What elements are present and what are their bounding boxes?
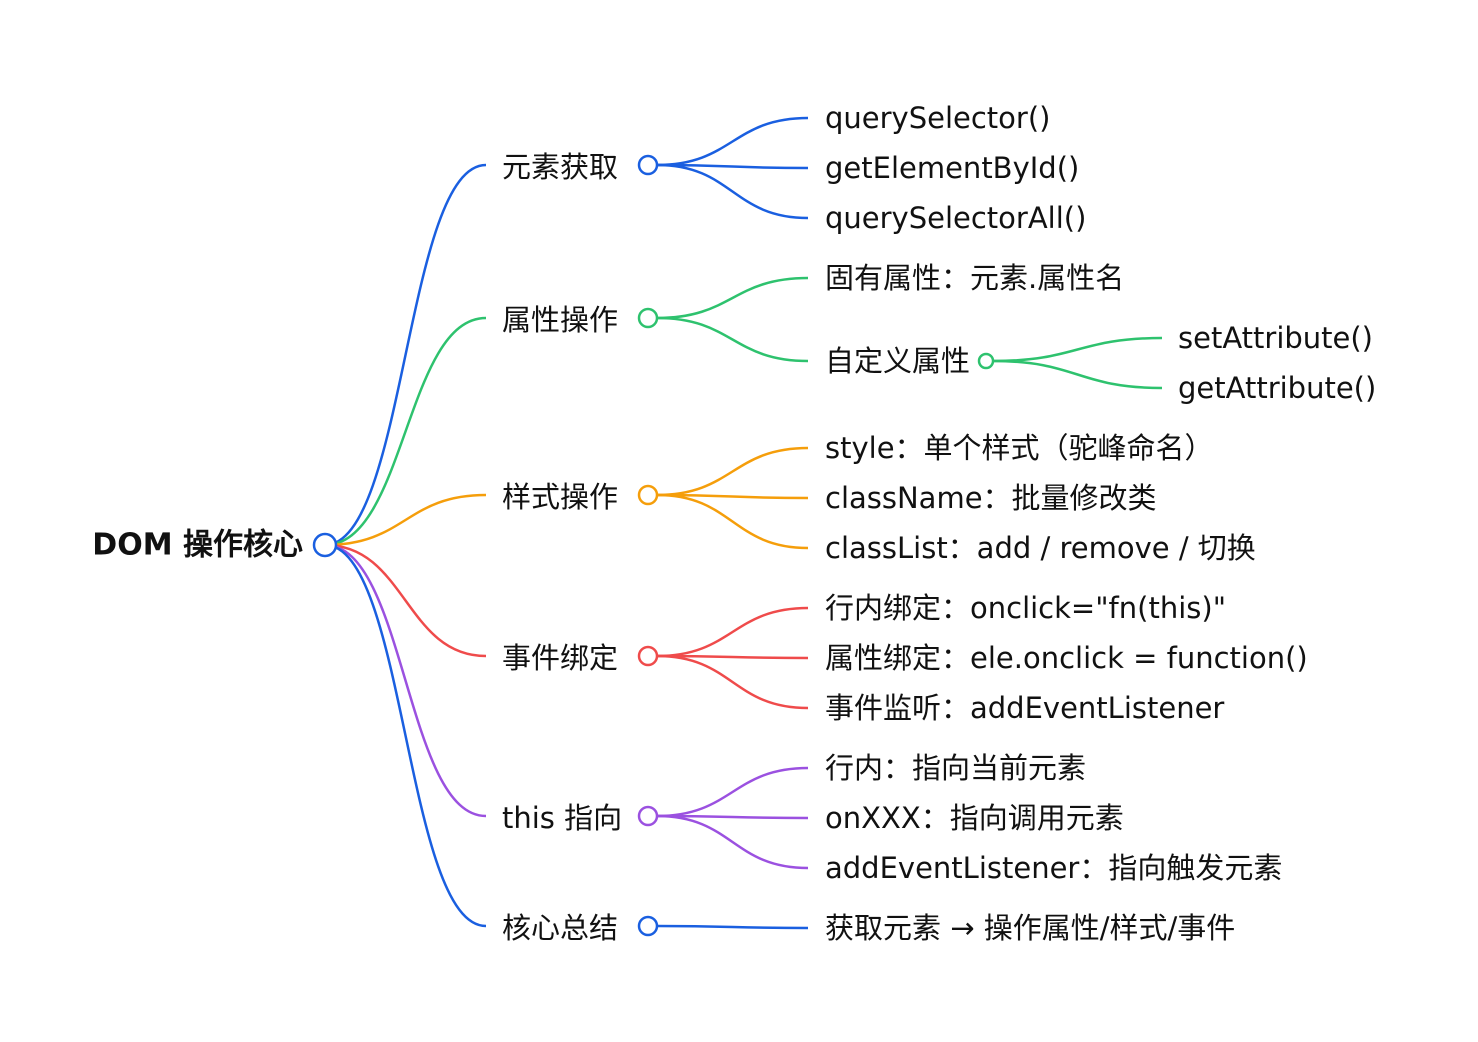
mindmap-edges <box>324 116 1163 930</box>
branch-to-leaf-connector <box>656 654 809 660</box>
collapse-toggle[interactable] <box>637 645 659 667</box>
leaf-node-label: 固有属性：元素.属性名 <box>825 261 1124 295</box>
leaf-node-label: 获取元素 → 操作属性/样式/事件 <box>825 911 1235 945</box>
leaf-node-label: classList：add / remove / 切换 <box>825 531 1256 565</box>
branch-to-leaf-connector <box>656 814 809 870</box>
collapse-toggle[interactable] <box>312 532 338 558</box>
subleaf-connector <box>993 359 1163 390</box>
branch-node-label: 事件绑定 <box>502 641 618 675</box>
subleaf-connector <box>993 336 1163 363</box>
branch-to-leaf-connector <box>656 766 809 818</box>
branch-to-leaf-connector <box>656 163 809 220</box>
leaf-node-label: 事件监听：addEventListener <box>825 691 1224 725</box>
branch-to-leaf-connector <box>656 606 809 658</box>
leaf-node-label: 行内：指向当前元素 <box>825 751 1086 785</box>
mindmap-nodes: DOM 操作核心 元素获取 querySelector() getElementByI… <box>92 101 1376 945</box>
leaf-node-label: getElementById() <box>825 151 1079 185</box>
leaf-node-label: className：批量修改类 <box>825 481 1157 515</box>
branch-to-leaf-connector <box>656 446 809 497</box>
branch-to-leaf-connector <box>656 116 809 167</box>
collapse-toggle[interactable] <box>637 915 659 937</box>
branch-to-leaf-connector <box>656 924 809 930</box>
leaf-node-label: 属性绑定：ele.onclick = function() <box>825 641 1308 675</box>
leaf-node-label: querySelector() <box>825 101 1050 135</box>
branch-node-label: 样式操作 <box>502 480 618 514</box>
branch-to-leaf-connector <box>656 654 809 710</box>
collapse-toggle[interactable] <box>637 154 659 176</box>
root-node-label: DOM 操作核心 <box>92 528 303 563</box>
branch-node-label: this 指向 <box>502 801 622 835</box>
root-to-branch-connector <box>324 543 487 658</box>
subleaf-node-label: getAttribute() <box>1178 371 1376 405</box>
leaf-node-label: 行内绑定：onclick="fn(this)" <box>825 591 1226 625</box>
root-to-branch-connector <box>324 316 487 547</box>
branch-to-leaf-connector <box>656 276 809 320</box>
branch-node-label: 核心总结 <box>502 911 618 945</box>
root-to-branch-connector <box>324 493 487 547</box>
branch-to-leaf-connector <box>656 814 809 820</box>
leaf-node-label: addEventListener：指向触发元素 <box>825 851 1282 885</box>
branch-to-leaf-connector <box>656 163 809 170</box>
collapse-toggle[interactable] <box>637 307 659 329</box>
branch-to-leaf-connector <box>656 493 809 550</box>
leaf-node-label: querySelectorAll() <box>825 201 1086 235</box>
subleaf-node-label: setAttribute() <box>1178 321 1373 355</box>
root-to-branch-connector <box>324 543 487 928</box>
branch-to-leaf-connector <box>656 493 809 500</box>
collapse-toggle[interactable] <box>637 805 659 827</box>
branch-to-leaf-connector <box>656 316 809 363</box>
branch-node-label: 属性操作 <box>502 303 618 337</box>
collapse-toggle[interactable] <box>977 352 995 370</box>
collapse-toggle[interactable] <box>637 484 659 506</box>
root-to-branch-connector <box>324 543 487 818</box>
branch-node-label: 元素获取 <box>502 150 618 184</box>
leaf-node-label: style：单个样式（驼峰命名） <box>825 431 1214 465</box>
leaf-node-label: 自定义属性 <box>825 344 970 378</box>
root-to-branch-connector <box>324 163 487 547</box>
leaf-node-label: onXXX：指向调用元素 <box>825 801 1124 835</box>
